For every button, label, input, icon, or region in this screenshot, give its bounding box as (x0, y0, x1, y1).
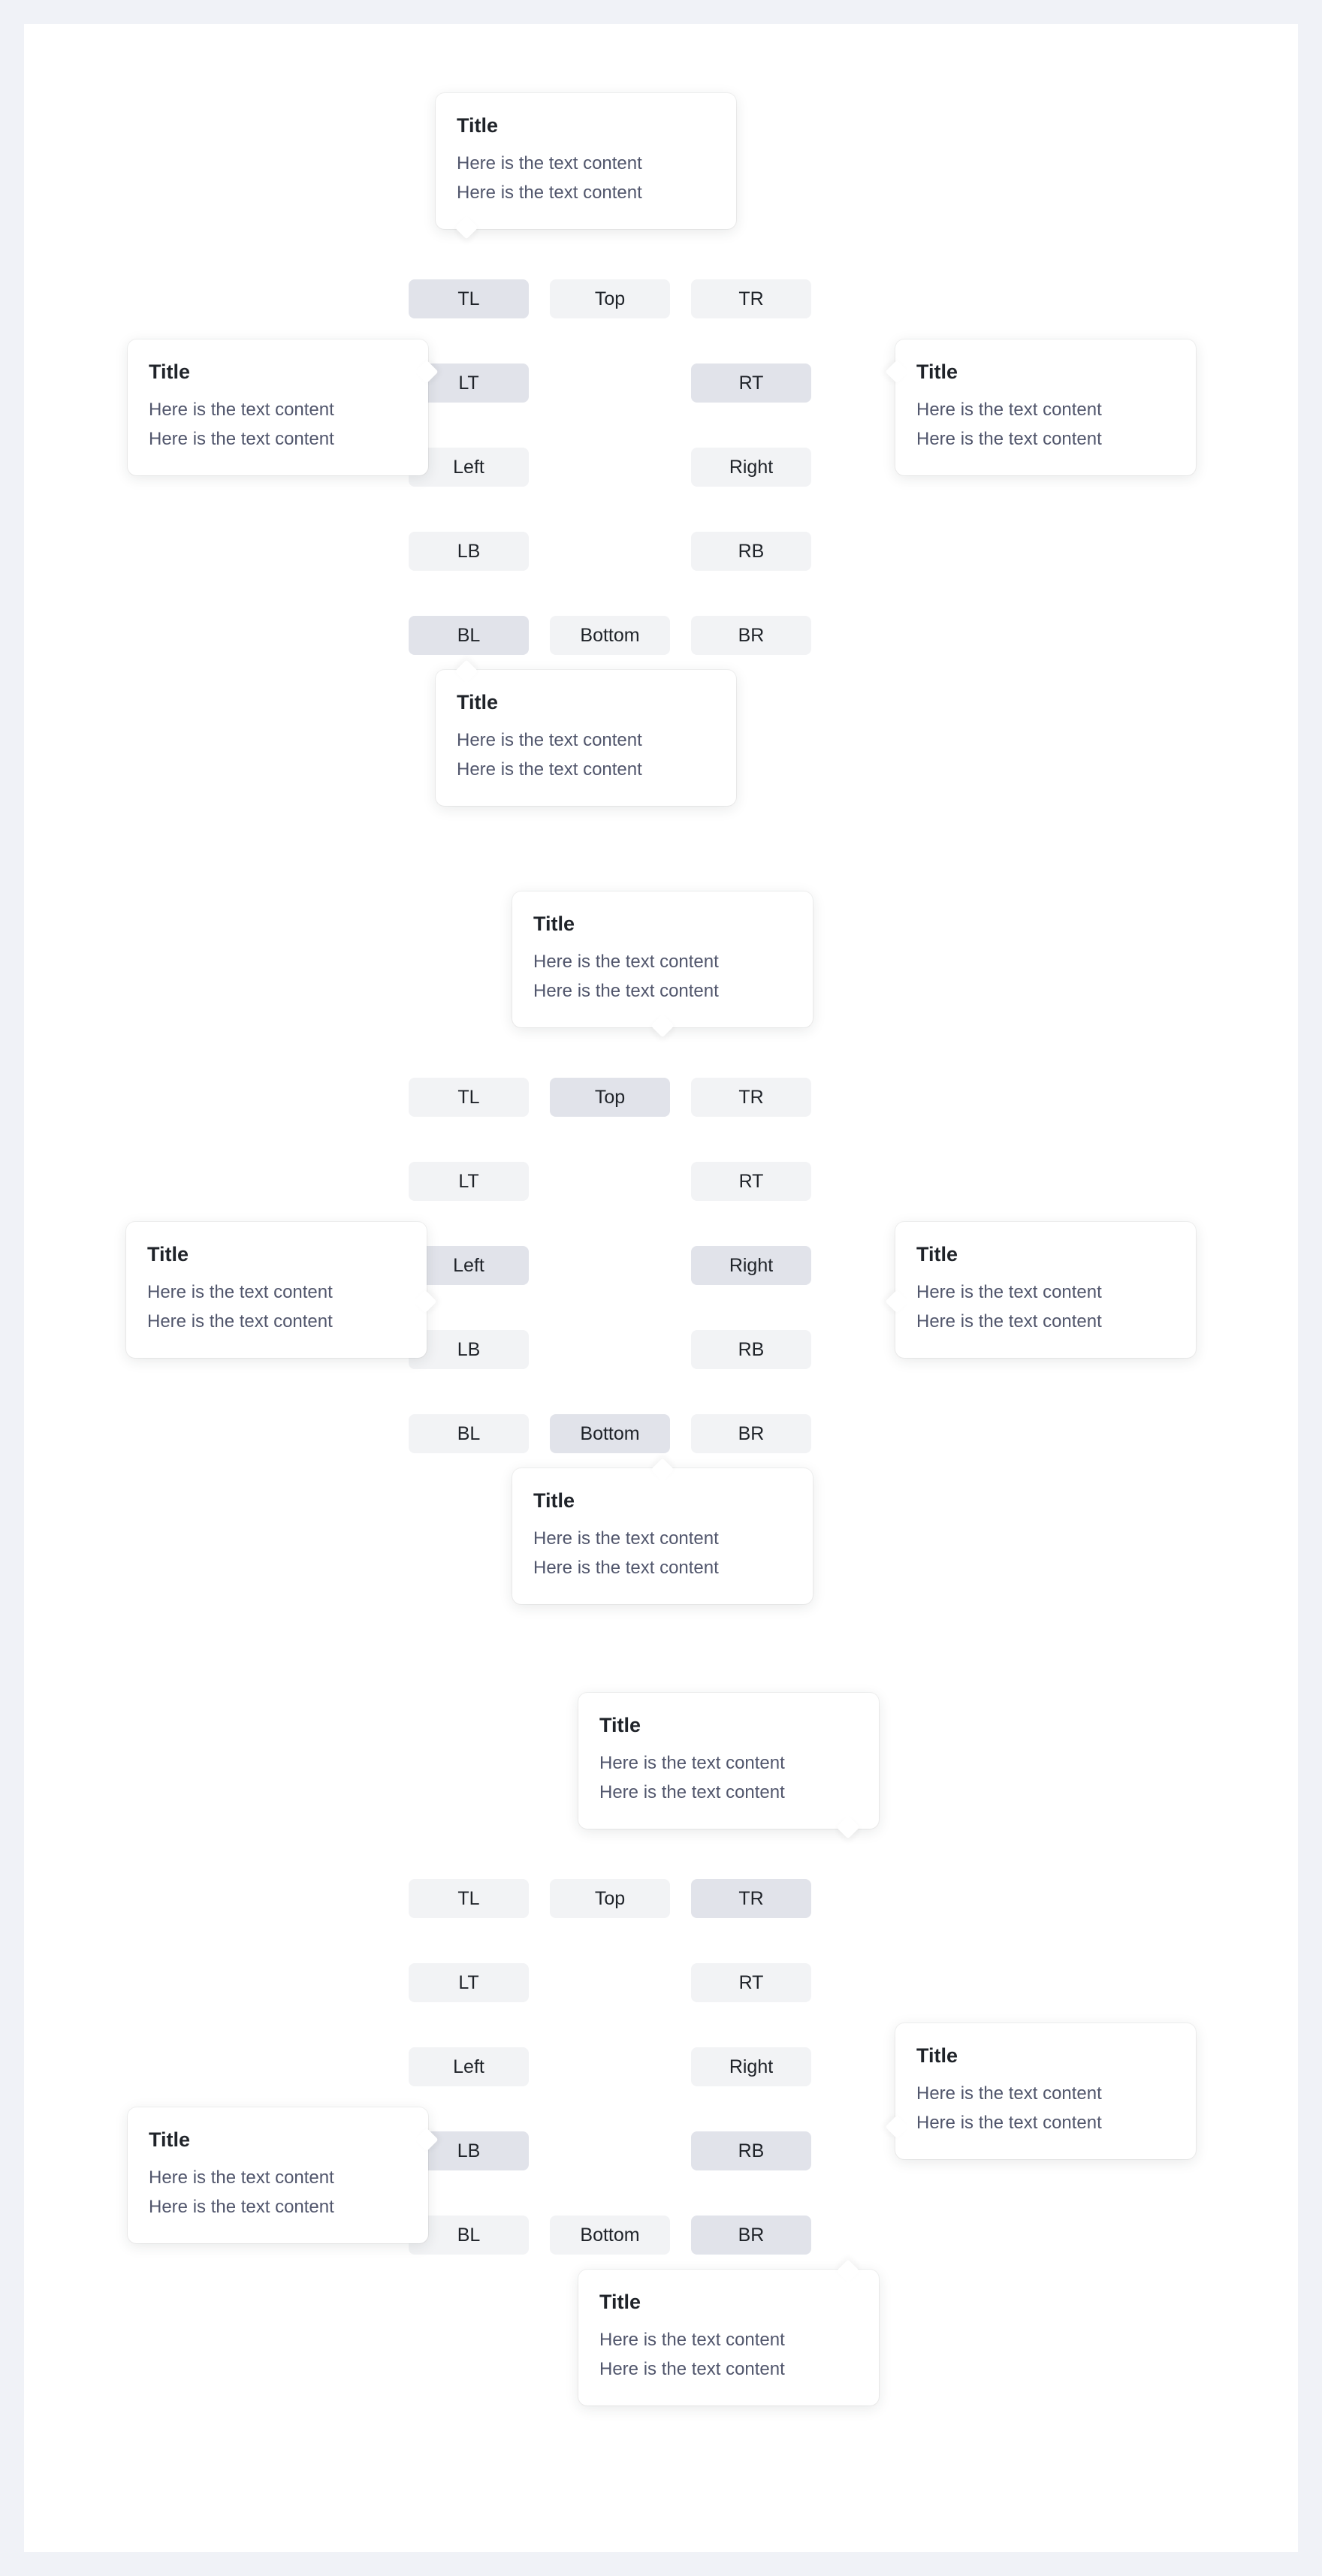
popover-title: Title (599, 1714, 641, 1736)
placement-button-lb[interactable]: LB (409, 532, 529, 571)
popover-line-2: Here is the text content (147, 1311, 333, 1332)
popover-title: Title (599, 2291, 641, 2313)
popover-arrow-left-icon (885, 1290, 909, 1314)
popover-line-1: Here is the text content (147, 1282, 333, 1303)
placement-button-br[interactable]: BR (691, 616, 811, 655)
popover-line-1: Here is the text content (533, 1528, 719, 1549)
popover-line-1: Here is the text content (599, 1753, 785, 1774)
popover-title: Title (147, 1243, 189, 1265)
placement-button-lt[interactable]: LT (409, 1162, 529, 1201)
popover-line-2: Here is the text content (457, 182, 642, 203)
popover-arrow-down-icon (836, 1815, 860, 1839)
popover-line-1: Here is the text content (916, 1282, 1102, 1303)
placement-button-tr[interactable]: TR (691, 1879, 811, 1918)
placement-button-top[interactable]: Top (550, 1879, 670, 1918)
placement-button-lb[interactable]: LB (409, 1330, 529, 1369)
popover-left: Title Here is the text content Here is t… (126, 1222, 437, 1358)
popover-right: Title Here is the text content Here is t… (885, 1222, 1196, 1358)
demo-canvas: Title Here is the text content Here is t… (24, 24, 1298, 2552)
placement-button-tl[interactable]: TL (409, 1078, 529, 1117)
popover-line-1: Here is the text content (149, 2167, 334, 2188)
popover-line-2: Here is the text content (533, 980, 719, 1001)
placement-button-top[interactable]: Top (550, 1078, 670, 1117)
popover-arrow-up-icon (836, 2259, 860, 2283)
popover-lt: Title Here is the text content Here is t… (128, 339, 439, 475)
popover-arrow-left-icon (885, 2115, 909, 2139)
popover-line-1: Here is the text content (149, 400, 334, 421)
placement-button-bottom[interactable]: Bottom (550, 616, 670, 655)
popover-top: Title Here is the text content Here is t… (512, 891, 813, 1038)
placement-button-bl[interactable]: BL (409, 616, 529, 655)
popover-line-2: Here is the text content (916, 2112, 1102, 2133)
popover-title: Title (457, 691, 499, 713)
placement-button-left[interactable]: Left (409, 1246, 529, 1285)
placement-button-bl[interactable]: BL (409, 1414, 529, 1453)
popover-arrow-left-icon (885, 360, 909, 384)
popover-line-2: Here is the text content (149, 428, 334, 449)
popover-line-1: Here is the text content (916, 400, 1102, 421)
popover-line-2: Here is the text content (533, 1557, 719, 1578)
popover-bottom: Title Here is the text content Here is t… (512, 1458, 813, 1604)
popover-line-2: Here is the text content (149, 2196, 334, 2217)
popover-bl: Title Here is the text content Here is t… (436, 659, 736, 806)
popover-title: Title (149, 360, 191, 383)
popover-arrow-down-icon (454, 216, 478, 240)
popover-line-1: Here is the text content (916, 2083, 1102, 2104)
popover-title: Title (457, 114, 499, 137)
popover-br: Title Here is the text content Here is t… (578, 2259, 879, 2406)
popover-arrow-down-icon (650, 1014, 675, 1038)
placement-button-rb[interactable]: RB (691, 1330, 811, 1369)
placement-button-top[interactable]: Top (550, 279, 670, 318)
popover-title: Title (533, 912, 575, 935)
popover-line-2: Here is the text content (599, 2358, 785, 2379)
popover-line-1: Here is the text content (457, 730, 642, 751)
placement-button-rt[interactable]: RT (691, 1162, 811, 1201)
placement-button-right[interactable]: Right (691, 2047, 811, 2086)
popover-title: Title (149, 2128, 191, 2151)
popover-title: Title (533, 1489, 575, 1512)
placement-button-rb[interactable]: RB (691, 2131, 811, 2170)
popover-tr: Title Here is the text content Here is t… (578, 1693, 879, 1839)
placement-button-tr[interactable]: TR (691, 279, 811, 318)
placement-button-tl[interactable]: TL (409, 1879, 529, 1918)
placement-button-tl[interactable]: TL (409, 279, 529, 318)
popover-line-2: Here is the text content (916, 428, 1102, 449)
popover-title: Title (916, 1243, 958, 1265)
popover-line-1: Here is the text content (599, 2330, 785, 2351)
popover-rt: Title Here is the text content Here is t… (885, 339, 1196, 475)
popover-arrow-up-icon (454, 659, 478, 683)
popover-line-1: Here is the text content (457, 153, 642, 174)
placement-button-br[interactable]: BR (691, 1414, 811, 1453)
popover-line-2: Here is the text content (457, 759, 642, 780)
placement-button-bl[interactable]: BL (409, 2216, 529, 2255)
placement-button-rt[interactable]: RT (691, 363, 811, 403)
placement-button-tr[interactable]: TR (691, 1078, 811, 1117)
placement-button-right[interactable]: Right (691, 1246, 811, 1285)
popover-line-2: Here is the text content (599, 1781, 785, 1802)
placement-button-lt[interactable]: LT (409, 1963, 529, 2002)
popover-title: Title (916, 360, 958, 383)
popover-line-1: Here is the text content (533, 952, 719, 973)
popover-tl: Title Here is the text content Here is t… (436, 93, 736, 240)
popover-arrow-right-icon (413, 1290, 437, 1314)
popover-line-2: Here is the text content (916, 1311, 1102, 1332)
placement-button-bottom[interactable]: Bottom (550, 1414, 670, 1453)
placement-button-br[interactable]: BR (691, 2216, 811, 2255)
placement-button-left[interactable]: Left (409, 448, 529, 487)
placement-button-left[interactable]: Left (409, 2047, 529, 2086)
placement-button-rb[interactable]: RB (691, 532, 811, 571)
popover-rb: Title Here is the text content Here is t… (885, 2023, 1196, 2159)
popover-title: Title (916, 2044, 958, 2067)
popover-lb: Title Here is the text content Here is t… (128, 2107, 439, 2243)
placement-button-bottom[interactable]: Bottom (550, 2216, 670, 2255)
placement-button-rt[interactable]: RT (691, 1963, 811, 2002)
popover-arrow-up-icon (650, 1458, 675, 1482)
placement-button-right[interactable]: Right (691, 448, 811, 487)
